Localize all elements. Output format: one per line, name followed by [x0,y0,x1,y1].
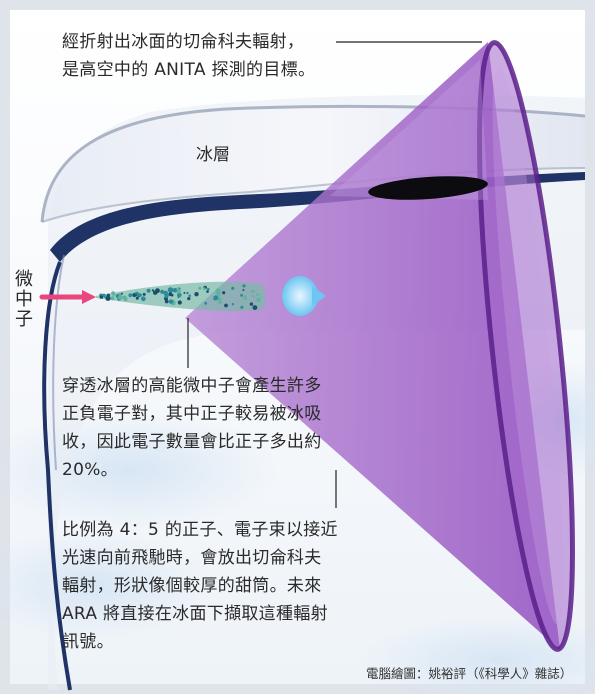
shower-particle [240,305,244,309]
shower-particle [105,295,111,301]
shower-particle [167,287,173,293]
shower-particle [140,296,146,302]
shower-particle [128,293,133,298]
bottom-caption-line-1: 比例為 4：5 的正子、電子束以接近 [62,520,338,540]
shower-particle [106,293,111,297]
neutrino-label-char-1: 微 [15,269,33,290]
ice-layer-label: 冰層 [196,145,230,165]
shower-particle [224,303,228,308]
shower-particle [257,299,260,302]
shower-particle [160,289,165,294]
shower-particle [256,293,260,296]
shower-particle [206,290,209,293]
shower-particle [103,294,106,298]
particle-shower [96,276,326,316]
image-credit: 電腦繪圖：姚裕評（《科學人》雜誌） [366,666,573,681]
shower-particle [142,292,146,296]
shower-particle [138,293,142,297]
shower-particle [134,293,137,297]
shower-particle [218,300,222,305]
bottom-caption-line-5: 訊號。 [62,632,114,652]
middle-caption-line-4: 20%。 [62,460,118,480]
shower-particle [168,299,174,304]
shower-particle [135,296,139,300]
shower-particle [99,295,104,299]
bottom-caption-line-4: ARA 將直接在冰面下擷取這種輻射 [62,604,328,624]
shower-particle [222,291,226,295]
shower-particle [231,286,235,290]
shower-particle [194,292,199,297]
cherenkov-cone [185,40,575,652]
shower-particle [164,293,169,299]
shower-particle [120,292,123,295]
shower-particle [240,293,243,297]
middle-caption: 穿透冰層的高能微中子會產生許多 正負電子對，其中正子較易被冰吸 收，因此電子數量… [62,372,322,484]
shower-particle [168,292,173,297]
shower-particle [187,297,191,301]
shower-particle [111,297,115,300]
shower-particle [249,302,254,306]
ice-exit-hole [368,176,488,200]
shower-particle [151,289,154,292]
shower-particle [183,291,186,294]
shower-particle [176,289,181,294]
bottom-caption-line-3: 輻射，形狀像個較厚的甜筒。未來 [62,576,322,596]
shower-particle [177,300,182,305]
shower-particle [153,290,158,295]
shower-particle [213,295,219,301]
shower-particle [146,288,151,293]
shower-particle [231,303,235,306]
middle-caption-line-1: 穿透冰層的高能微中子會產生許多 [62,376,322,396]
neutrino-label-char-2: 中 [15,289,33,310]
shower-particle [251,289,255,293]
top-caption-line-1: 經折射出冰面的切侖科夫輻射， [62,32,305,52]
shower-particle [198,286,202,290]
shower-particle [172,288,178,293]
top-caption-line-2: 是高空中的 ANITA 探測的目標。 [62,60,316,80]
neutrino-arrow [39,290,96,304]
shower-particle [217,297,222,301]
shower-particle [204,301,208,305]
shower-particle [243,297,247,301]
shower-particle [216,293,221,297]
shower-particle [177,292,182,298]
shower-particle [242,284,246,288]
leader-lines [187,41,482,508]
shower-particle [164,299,169,304]
shower-particle [123,297,128,302]
shower-particle [186,291,189,295]
shower-particle [252,295,255,298]
shower-particle [188,294,191,298]
shower-particle [207,288,210,291]
shower-particle [118,295,123,300]
neutrino-label-char-3: 子 [15,309,33,330]
shower-particle [242,289,245,291]
top-caption: 經折射出冰面的切侖科夫輻射， 是高空中的 ANITA 探測的目標。 [62,28,315,84]
middle-caption-line-3: 收，因此電子數量會比正子多出約 [62,432,322,452]
middle-caption-line-2: 正負電子對，其中正子較易被冰吸 [62,404,322,424]
neutrino-label: 微 中 子 [14,270,34,330]
bottom-caption: 比例為 4：5 的正子、電子束以接近 光速向前飛馳時，會放出切侖科夫 輻射，形狀… [62,516,338,656]
bottom-caption-line-2: 光速向前飛馳時，會放出切侖科夫 [62,548,322,568]
shower-particle [252,305,258,310]
shower-particle [203,287,206,291]
shower-particle [112,293,116,296]
